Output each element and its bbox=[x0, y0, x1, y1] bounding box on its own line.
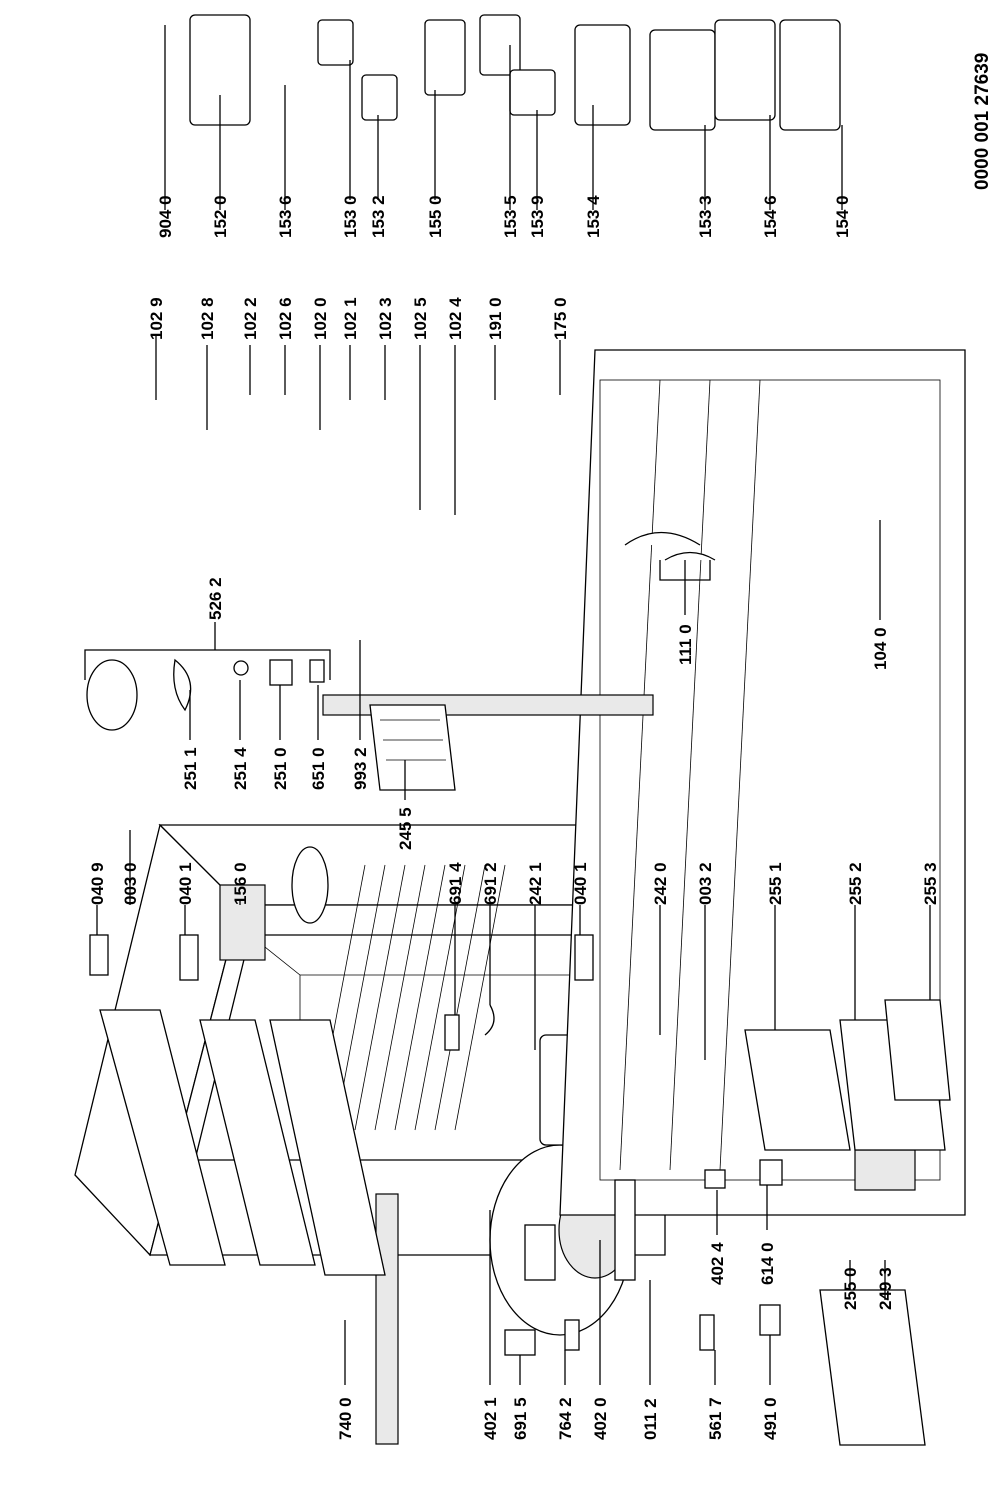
misc-small-parts bbox=[89, 934, 783, 1356]
label-242-0: 242 0 bbox=[651, 862, 670, 905]
thermostat-group bbox=[86, 658, 325, 731]
label-102-5: 102 5 bbox=[411, 297, 430, 340]
label-255-1: 255 1 bbox=[766, 862, 785, 905]
label-040-1-b: 040 1 bbox=[571, 862, 590, 905]
label-040-9: 040 9 bbox=[88, 862, 107, 905]
label-153-0: 153 0 bbox=[341, 195, 360, 238]
label-242-1: 242 1 bbox=[526, 862, 545, 905]
label-614-0: 614 0 bbox=[758, 1242, 777, 1285]
label-003-0: 003 0 bbox=[121, 862, 140, 905]
label-191-0: 191 0 bbox=[486, 297, 505, 340]
door bbox=[559, 349, 966, 1216]
label-526-2: 526 2 bbox=[206, 577, 225, 620]
label-255-2: 255 2 bbox=[846, 862, 865, 905]
label-251-4: 251 4 bbox=[231, 747, 250, 790]
label-249-3: 249 3 bbox=[876, 1267, 895, 1310]
condenser bbox=[375, 1193, 399, 1445]
label-175-0: 175 0 bbox=[551, 297, 570, 340]
label-153-9: 153 9 bbox=[528, 195, 547, 238]
label-255-3: 255 3 bbox=[921, 862, 940, 905]
freezer-lids bbox=[99, 1009, 386, 1276]
label-152-0: 152 0 bbox=[211, 195, 230, 238]
label-111-0: 111 0 bbox=[676, 624, 695, 665]
label-102-9: 102 9 bbox=[147, 297, 166, 340]
wire-tray bbox=[369, 704, 456, 791]
label-154-6: 154 6 bbox=[761, 195, 780, 238]
label-251-0: 251 0 bbox=[271, 747, 290, 790]
document-number: 0000 001 27639 bbox=[972, 53, 993, 190]
label-102-8: 102 8 bbox=[198, 297, 217, 340]
label-561-7: 561 7 bbox=[706, 1397, 725, 1440]
label-102-6: 102 6 bbox=[276, 297, 295, 340]
label-402-0: 402 0 bbox=[591, 1397, 610, 1440]
label-491-0: 491 0 bbox=[761, 1397, 780, 1440]
label-153-2: 153 2 bbox=[369, 195, 388, 238]
label-255-0: 255 0 bbox=[841, 1267, 860, 1310]
label-040-1: 040 1 bbox=[176, 862, 195, 905]
leader-lines bbox=[84, 25, 931, 1385]
label-691-4: 691 4 bbox=[446, 862, 465, 905]
glass-shelves bbox=[744, 999, 951, 1446]
label-153-3: 153 3 bbox=[696, 195, 715, 238]
label-102-1: 102 1 bbox=[341, 297, 360, 340]
label-102-2: 102 2 bbox=[241, 297, 260, 340]
label-651-0: 651 0 bbox=[309, 747, 328, 790]
label-153-6: 153 6 bbox=[276, 195, 295, 238]
label-993-2: 993 2 bbox=[351, 747, 370, 790]
flap bbox=[624, 531, 716, 561]
label-155-0: 155 0 bbox=[426, 195, 445, 238]
label-003-2: 003 2 bbox=[696, 862, 715, 905]
label-402-4: 402 4 bbox=[708, 1242, 727, 1285]
label-104-0: 104 0 bbox=[871, 627, 890, 670]
label-740-0: 740 0 bbox=[336, 1397, 355, 1440]
label-153-4: 153 4 bbox=[584, 195, 603, 238]
label-402-1: 402 1 bbox=[481, 1397, 500, 1440]
part-labels: 904 0 152 0 153 6 153 0 153 2 155 0 153 … bbox=[88, 53, 993, 1440]
label-904-0: 904 0 bbox=[156, 195, 175, 238]
label-691-5: 691 5 bbox=[511, 1397, 530, 1440]
label-102-4: 102 4 bbox=[446, 297, 465, 340]
label-102-3: 102 3 bbox=[376, 297, 395, 340]
label-156-0: 156 0 bbox=[231, 862, 250, 905]
label-154-0: 154 0 bbox=[833, 195, 852, 238]
label-153-5: 153 5 bbox=[501, 195, 520, 238]
label-102-0: 102 0 bbox=[311, 297, 330, 340]
label-245-5: 245 5 bbox=[396, 807, 415, 850]
door-shelves bbox=[189, 14, 841, 131]
label-011-2: 011 2 bbox=[641, 1398, 660, 1440]
label-764-2: 764 2 bbox=[556, 1397, 575, 1440]
label-691-2: 691 2 bbox=[481, 862, 500, 905]
label-251-1: 251 1 bbox=[181, 747, 200, 790]
